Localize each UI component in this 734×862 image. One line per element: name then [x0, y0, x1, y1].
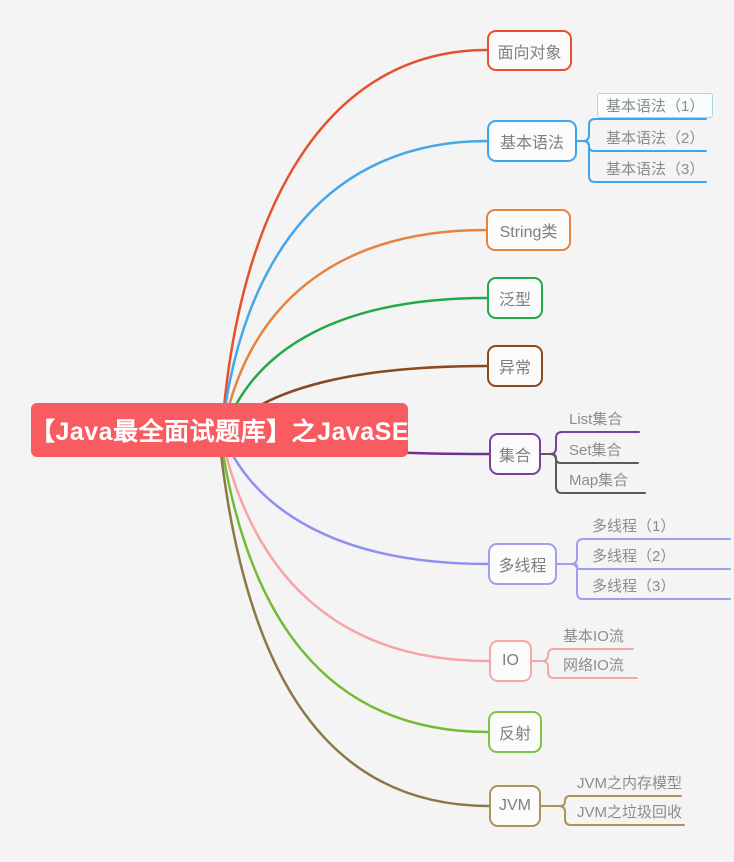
subtopic-set-collection[interactable]: Set集合 [569, 442, 622, 459]
topic-jvm[interactable]: JVM [489, 785, 541, 827]
topic-basic-syntax[interactable]: 基本语法 [487, 120, 577, 162]
subtopic-basic-syntax-1[interactable]: 基本语法（1） [606, 98, 705, 115]
selected-subtopic-highlight [597, 93, 713, 118]
topic-generics[interactable]: 泛型 [487, 277, 543, 319]
topic-string-class[interactable]: String类 [486, 209, 571, 251]
subtopic-jvm-memory-model[interactable]: JVM之内存模型 [577, 775, 683, 792]
subtopic-map-collection[interactable]: Map集合 [569, 472, 629, 489]
subtopic-list-collection[interactable]: List集合 [569, 411, 623, 428]
subtopic-basic-syntax-2[interactable]: 基本语法（2） [606, 130, 705, 147]
topic-oop[interactable]: 面向对象 [487, 30, 572, 71]
subtopic-multithread-2[interactable]: 多线程（2） [592, 548, 676, 565]
subtopic-basic-io[interactable]: 基本IO流 [563, 628, 624, 645]
topic-multithread[interactable]: 多线程 [488, 543, 557, 585]
subtopic-multithread-1[interactable]: 多线程（1） [592, 518, 676, 535]
subtopic-basic-syntax-3[interactable]: 基本语法（3） [606, 161, 705, 178]
subtopic-jvm-gc[interactable]: JVM之垃圾回收 [577, 804, 683, 821]
subtopic-multithread-3[interactable]: 多线程（3） [592, 578, 676, 595]
topic-io[interactable]: IO [489, 640, 532, 682]
topic-reflection[interactable]: 反射 [488, 711, 542, 753]
topic-exception[interactable]: 异常 [487, 345, 543, 387]
topic-collection[interactable]: 集合 [489, 433, 541, 475]
root-topic[interactable]: 【Java最全面试题库】之JavaSE [30, 403, 409, 457]
subtopic-network-io[interactable]: 网络IO流 [563, 657, 624, 674]
